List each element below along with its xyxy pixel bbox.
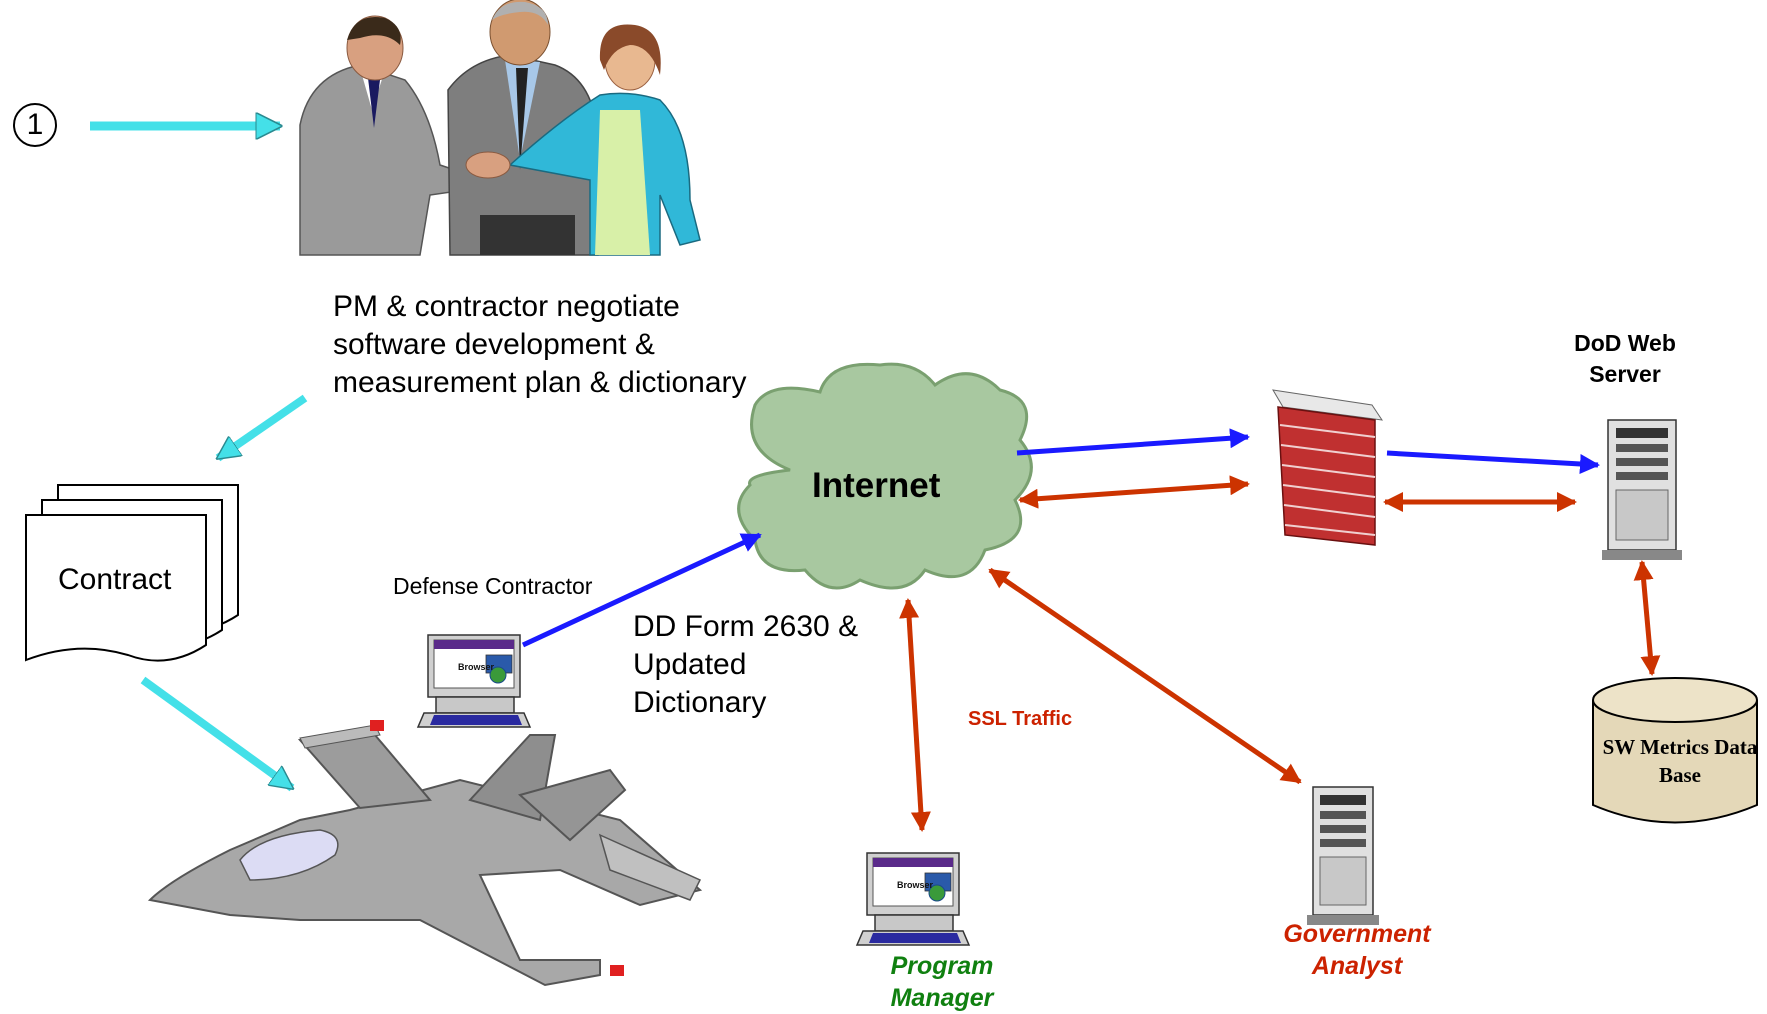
government-analyst-server-icon [1307, 786, 1379, 925]
defense-contractor-computer-icon [416, 634, 532, 728]
pm-browser-text: Browser [897, 880, 934, 890]
handshake-people-illustration [299, 0, 701, 256]
negotiation-text: PM & contractor negotiate software devel… [333, 290, 747, 399]
dod-web-server-icon [1602, 419, 1682, 560]
firewall-icon [1272, 389, 1384, 546]
defense-contractor-label: Defense Contractor [393, 573, 593, 599]
contract-documents-icon [25, 484, 239, 662]
arrow-firewall-to-server [1386, 450, 1600, 474]
arrow-internet-to-firewall [1016, 428, 1250, 456]
government-analyst-label: Government Analyst [1283, 920, 1431, 980]
arrow-internet-program-manager [899, 598, 931, 832]
step-marker: 1 [13, 103, 57, 147]
program-manager-label: Program Manager [890, 952, 994, 1012]
program-manager-computer-icon [855, 852, 971, 946]
ssl-traffic-label: SSL Traffic [968, 708, 1073, 730]
contract-label: Contract [58, 563, 172, 596]
fighter-jet-illustration [147, 720, 703, 987]
dod-web-server-label: DoD Web Server [1574, 330, 1676, 387]
sw-metrics-database-icon [1592, 677, 1758, 824]
internet-cloud [737, 362, 1033, 590]
arrow-negotiation-to-contract [218, 394, 308, 462]
contractor-browser-text: Browser [458, 662, 495, 672]
arrow-contract-to-jet [140, 676, 292, 792]
arrow-internet-government-analyst [988, 567, 1302, 785]
arrow-server-database [1633, 560, 1661, 676]
form-text: DD Form 2630 & Updated Dictionary [633, 610, 859, 719]
internet-label: Internet [812, 466, 941, 505]
sw-metrics-database-label: SW Metrics Data Base [1602, 735, 1758, 787]
arrow-contractor-to-internet [521, 532, 762, 648]
arrow-firewall-internet [1018, 475, 1250, 509]
